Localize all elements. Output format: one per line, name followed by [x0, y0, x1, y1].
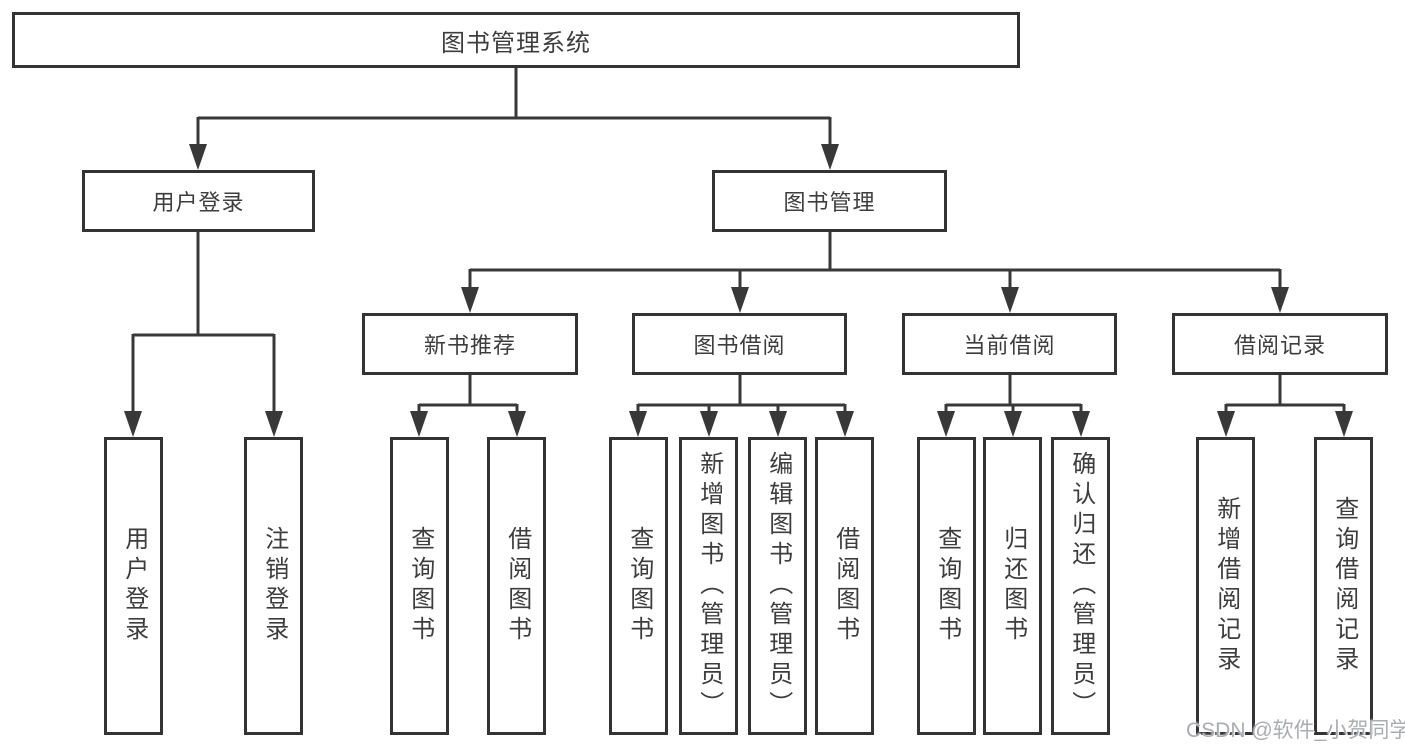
node-current-borrow: 当前借阅 [902, 313, 1117, 375]
node-label: 编辑图书（管理员） [764, 451, 792, 721]
node-new-book-recommend: 新书推荐 [362, 313, 578, 375]
leaf-borrow-books: 借阅图书 [815, 437, 874, 735]
leaf-add-borrow-record: 新增借阅记录 [1196, 437, 1255, 735]
node-label: 新增借阅记录 [1212, 496, 1240, 676]
leaf-user-login: 用户登录 [104, 437, 163, 735]
node-label: 查询图书 [406, 526, 434, 646]
watermark: CSDN @软件_小贺同学 [1186, 719, 1405, 742]
node-label: 确认归还（管理员） [1067, 451, 1095, 721]
node-label: 图书管理系统 [441, 29, 591, 57]
node-label: 查询图书 [933, 526, 961, 646]
leaf-logout: 注销登录 [244, 437, 303, 735]
node-label: 查询借阅记录 [1330, 496, 1358, 676]
leaf-borrow-books-recommend: 借阅图书 [487, 437, 546, 735]
arrowheads [124, 144, 1353, 437]
node-label: 归还图书 [999, 526, 1027, 646]
node-label: 用户登录 [120, 526, 148, 646]
leaf-confirm-return-admin: 确认归还（管理员） [1051, 437, 1110, 735]
node-label: 新书推荐 [423, 333, 516, 358]
node-label: 借阅图书 [831, 526, 859, 646]
leaf-query-books-borrow: 查询图书 [609, 437, 668, 735]
leaf-query-books-recommend: 查询图书 [390, 437, 449, 735]
node-book-management: 图书管理 [712, 170, 947, 232]
node-label: 借阅图书 [503, 526, 531, 646]
node-label: 注销登录 [260, 526, 288, 646]
node-user-login: 用户登录 [82, 170, 315, 232]
node-label: 新增图书（管理员） [695, 451, 723, 721]
node-book-borrow: 图书借阅 [632, 313, 847, 375]
node-label: 图书管理 [783, 190, 876, 215]
node-label: 当前借阅 [963, 333, 1056, 358]
node-system-root: 图书管理系统 [12, 12, 1020, 68]
node-label: 借阅记录 [1233, 333, 1326, 358]
node-borrow-record: 借阅记录 [1172, 313, 1388, 375]
node-label: 图书借阅 [693, 333, 786, 358]
leaf-query-books-current: 查询图书 [917, 437, 976, 735]
leaf-add-books-admin: 新增图书（管理员） [679, 437, 738, 735]
node-label: 用户登录 [152, 190, 245, 215]
leaf-query-borrow-record: 查询借阅记录 [1314, 437, 1373, 735]
node-label: 查询图书 [625, 526, 653, 646]
leaf-edit-books-admin: 编辑图书（管理员） [748, 437, 807, 735]
leaf-return-books: 归还图书 [983, 437, 1042, 735]
